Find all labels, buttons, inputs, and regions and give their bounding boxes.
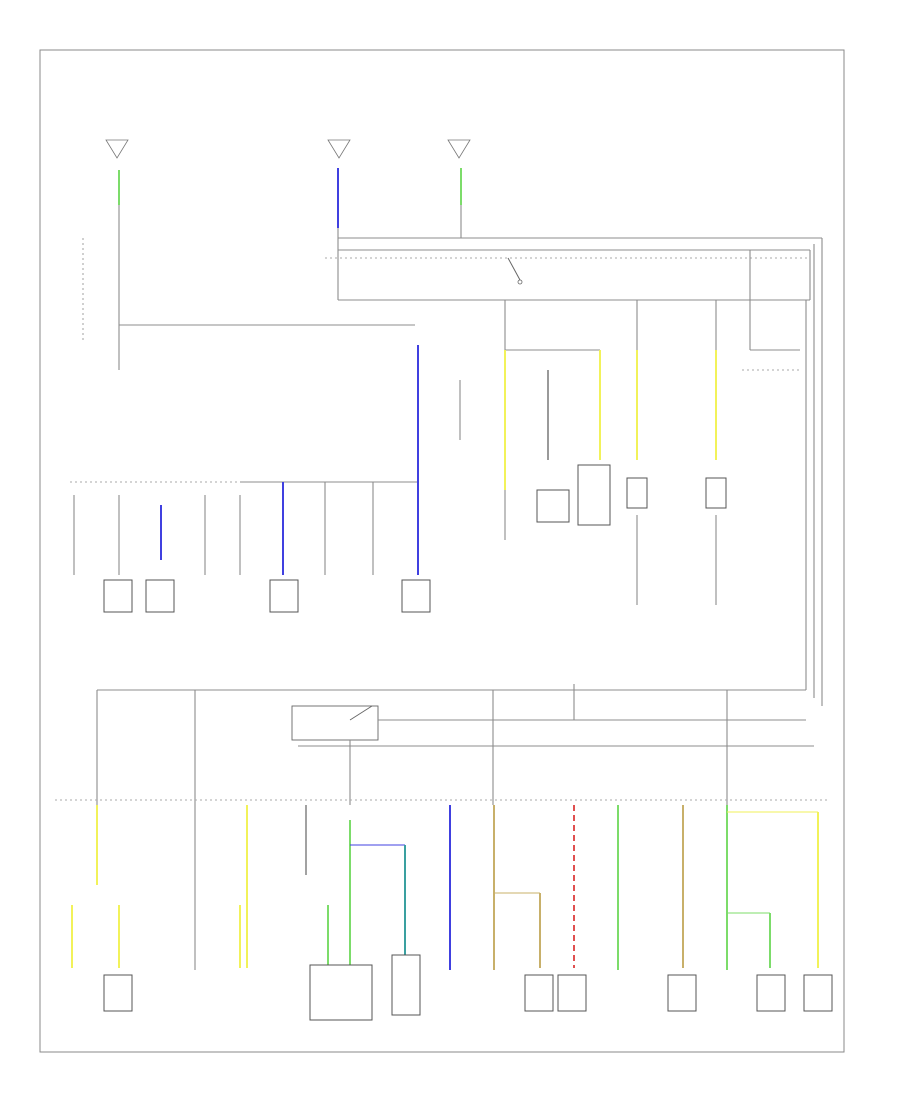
power-source-center bbox=[327, 139, 351, 159]
component-box-r3 bbox=[626, 477, 648, 509]
bottom-wires bbox=[71, 805, 819, 970]
diagram-frame bbox=[39, 49, 845, 1053]
relay-switch-upper bbox=[507, 257, 523, 285]
mid-row-components bbox=[103, 579, 431, 613]
mid-row-drops bbox=[73, 482, 374, 575]
power-source-left bbox=[105, 139, 129, 159]
component-box-r4 bbox=[705, 477, 727, 509]
relay-upper-right bbox=[742, 349, 800, 371]
power-source-right bbox=[447, 139, 471, 159]
relay-lower bbox=[291, 705, 806, 741]
bottom-components bbox=[103, 954, 833, 1021]
component-box-r2 bbox=[577, 464, 611, 526]
component-box-r1 bbox=[536, 489, 570, 523]
